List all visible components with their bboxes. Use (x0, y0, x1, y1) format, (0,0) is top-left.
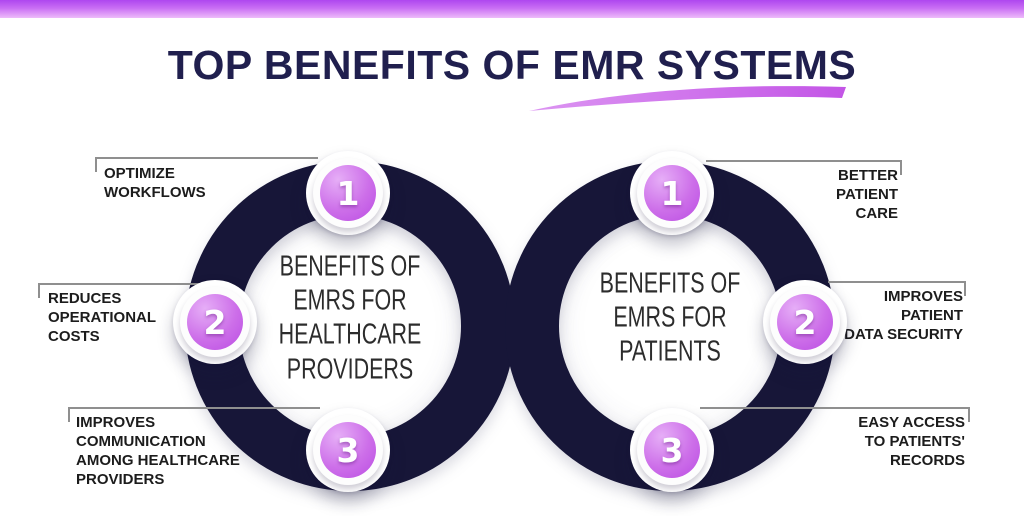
badge-plate: 2 (770, 287, 840, 357)
title-underline-swoosh (529, 86, 846, 111)
badge-core: 2 (187, 294, 243, 350)
left-loop-title: BENEFITS OF EMRS FOR HEALTHCARE PROVIDER… (278, 250, 422, 386)
badge-number: 1 (660, 173, 684, 213)
connector-improves-communication (68, 407, 320, 422)
connector-optimize-workflows (95, 157, 318, 172)
label-improves-communication: IMPROVES COMMUNICATION AMONG HEALTHCARE … (76, 414, 240, 489)
label-optimize-workflows: OPTIMIZE WORKFLOWS (104, 165, 206, 202)
badge-plate: 1 (313, 158, 383, 228)
badge-number: 3 (336, 430, 360, 470)
page-title: TOP BENEFITS OF EMR SYSTEMS (167, 42, 857, 88)
label-improves-patient-data-security: IMPROVES PATIENT DATA SECURITY (844, 288, 963, 344)
badge-number: 2 (793, 302, 817, 342)
connector-better-patient-care (706, 160, 902, 175)
badge-plate: 3 (313, 415, 383, 485)
top-gradient-bar (0, 0, 1024, 18)
badge-plate: 2 (180, 287, 250, 357)
badge-left-2: 2 (173, 280, 257, 364)
label-better-patient-care: BETTER PATIENT CARE (836, 167, 898, 223)
label-easy-access-records: EASY ACCESS TO PATIENTS' RECORDS (858, 414, 965, 470)
badge-number: 3 (660, 430, 684, 470)
badge-left-1: 1 (306, 151, 390, 235)
right-loop-title: BENEFITS OF EMRS FOR PATIENTS (599, 267, 741, 369)
badge-left-3: 3 (306, 408, 390, 492)
badge-number: 2 (203, 302, 227, 342)
badge-plate: 3 (637, 415, 707, 485)
badge-core: 3 (644, 422, 700, 478)
badge-number: 1 (336, 173, 360, 213)
badge-core: 3 (320, 422, 376, 478)
label-reduces-operational-costs: REDUCES OPERATIONAL COSTS (48, 290, 157, 346)
badge-core: 1 (644, 165, 700, 221)
badge-right-2: 2 (763, 280, 847, 364)
connector-patient-data-security (828, 281, 966, 296)
badge-right-1: 1 (630, 151, 714, 235)
badge-core: 2 (777, 294, 833, 350)
connector-easy-access (700, 407, 970, 422)
connector-reduces-costs (38, 283, 210, 298)
badge-plate: 1 (637, 158, 707, 228)
badge-right-3: 3 (630, 408, 714, 492)
badge-core: 1 (320, 165, 376, 221)
